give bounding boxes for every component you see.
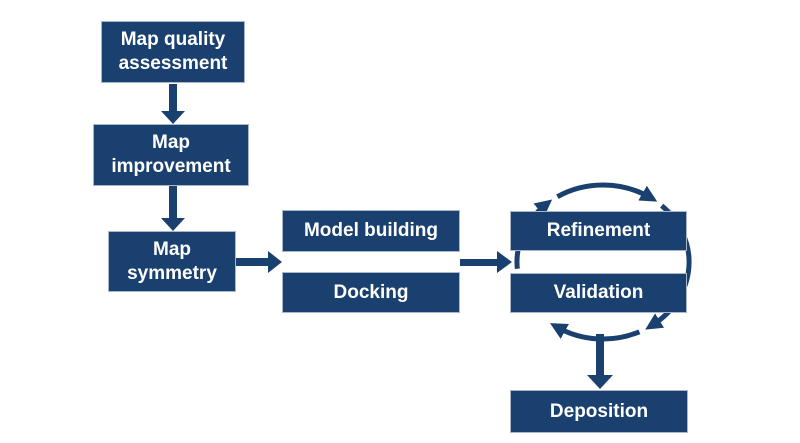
arrow-quality-to-improvement-head-icon [161,111,185,124]
node-refinement: Refinement [510,211,687,251]
node-model-building: Model building [282,210,460,252]
arrow-building-to-refinement-stem [460,259,498,266]
node-validation: Validation [510,273,687,313]
arrow-cycle-to-deposition-stem [596,334,604,375]
cycle-arc-top-icon [556,182,658,202]
arrow-symmetry-to-building-stem [236,258,269,266]
arrow-improvement-to-symmetry-stem [169,186,177,218]
arrow-building-to-refinement-head-icon [497,251,512,273]
node-map-quality-assessment: Map quality assessment [101,21,245,83]
node-deposition: Deposition [510,390,688,433]
arrow-quality-to-improvement-stem [169,84,177,112]
node-map-symmetry: Map symmetry [108,231,236,292]
refinement-validation-cycle [514,182,692,342]
node-map-improvement: Map improvement [93,124,249,186]
arrow-cycle-to-deposition-head-icon [587,375,613,389]
node-docking: Docking [282,272,460,313]
arrow-symmetry-to-building-head-icon [268,251,282,273]
arrow-improvement-to-symmetry-head-icon [161,218,185,231]
